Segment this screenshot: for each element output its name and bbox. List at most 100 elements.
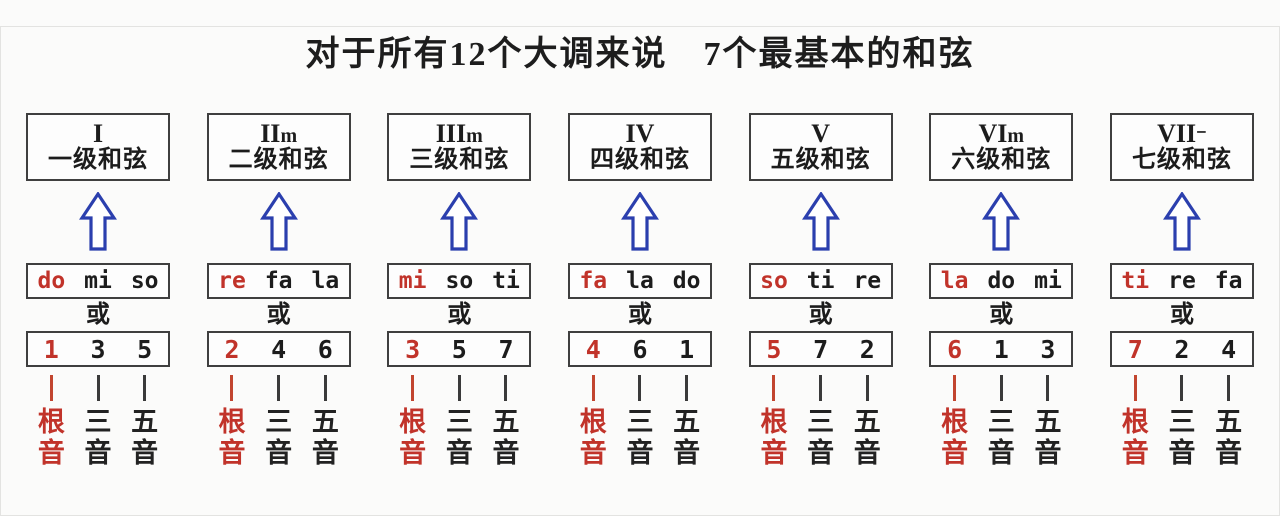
fifth-note-label: 五音 bbox=[1034, 407, 1062, 469]
chord-name: 三级和弦 bbox=[409, 146, 510, 173]
root-note-label: 根音 bbox=[941, 407, 969, 469]
label-cell: 三音 bbox=[797, 407, 844, 469]
fifth-note-label: 五音 bbox=[492, 407, 520, 469]
chord-roman-numeral: I bbox=[93, 119, 103, 147]
note-role-labels: 根音 三音 五音 bbox=[209, 407, 349, 469]
degree-root: 5 bbox=[766, 334, 782, 364]
label-cell: 根音 bbox=[389, 407, 436, 469]
label-cell: 三音 bbox=[255, 407, 302, 469]
diagram-title: 对于所有12个大调来说 7个最基本的和弦 bbox=[305, 36, 975, 73]
tick-cell bbox=[844, 375, 891, 401]
chord-column: VII⁻ 七级和弦 ti re fa 或 7 2 4 根音 三音 五音 bbox=[1106, 113, 1258, 469]
or-label: 或 bbox=[266, 302, 291, 328]
third-note-label: 三音 bbox=[265, 407, 293, 469]
third-note-label: 三音 bbox=[1168, 407, 1196, 469]
label-cell: 根音 bbox=[751, 407, 798, 469]
label-cell: 三音 bbox=[617, 407, 664, 469]
degree-fifth: 7 bbox=[498, 334, 514, 364]
degree-third: 1 bbox=[993, 334, 1009, 364]
note-role-labels: 根音 三音 五音 bbox=[931, 407, 1071, 469]
chord-name: 五级和弦 bbox=[770, 146, 871, 173]
third-note-label: 三音 bbox=[807, 407, 835, 469]
up-arrow-icon bbox=[982, 181, 1021, 263]
label-cell: 五音 bbox=[1205, 407, 1252, 469]
third-note-label: 三音 bbox=[987, 407, 1015, 469]
degree-root: 1 bbox=[43, 334, 59, 364]
label-cell: 三音 bbox=[978, 407, 1025, 469]
fifth-tick-line bbox=[1046, 375, 1050, 401]
tick-cell bbox=[121, 375, 168, 401]
solfege-root: mi bbox=[398, 268, 427, 294]
label-cell: 根音 bbox=[28, 407, 75, 469]
root-note-label: 根音 bbox=[399, 407, 427, 469]
chord-name: 六级和弦 bbox=[951, 146, 1052, 173]
tick-cell bbox=[663, 375, 710, 401]
chord-column: V 五级和弦 so ti re 或 5 7 2 根音 三音 五音 bbox=[745, 113, 897, 469]
root-note-label: 根音 bbox=[1121, 407, 1149, 469]
solfege-fifth: fa bbox=[1214, 268, 1243, 294]
root-note-label: 根音 bbox=[218, 407, 246, 469]
chord-name: 七级和弦 bbox=[1131, 146, 1232, 173]
solfege-box: re fa la bbox=[206, 263, 351, 299]
numeral-suffix: ⁻ bbox=[1196, 124, 1207, 147]
solfege-box: mi so ti bbox=[387, 263, 532, 299]
tick-cell bbox=[1112, 375, 1159, 401]
tick-cell bbox=[570, 375, 617, 401]
chord-column: IIm 二级和弦 re fa la 或 2 4 6 根音 三音 五音 bbox=[203, 113, 355, 469]
note-role-labels: 根音 三音 五音 bbox=[1112, 407, 1252, 469]
solfege-root: ti bbox=[1121, 268, 1150, 294]
tick-cell bbox=[617, 375, 664, 401]
degree-fifth: 5 bbox=[137, 334, 153, 364]
fifth-tick-line bbox=[685, 375, 689, 401]
tick-cell bbox=[751, 375, 798, 401]
roman-numeral-text: IV bbox=[625, 118, 655, 148]
chord-degree-box: V 五级和弦 bbox=[748, 113, 893, 181]
chord-column: IIIm 三级和弦 mi so ti 或 3 5 7 根音 三音 五音 bbox=[383, 113, 535, 469]
fifth-tick-line bbox=[323, 375, 327, 401]
or-label: 或 bbox=[989, 302, 1014, 328]
roman-numeral-text: III bbox=[435, 118, 467, 148]
degree-root: 2 bbox=[224, 334, 240, 364]
tick-cell bbox=[302, 375, 349, 401]
solfege-third: ti bbox=[806, 268, 835, 294]
chord-name: 二级和弦 bbox=[228, 146, 329, 173]
degree-third: 7 bbox=[813, 334, 829, 364]
tick-lines bbox=[28, 375, 168, 401]
or-label: 或 bbox=[447, 302, 472, 328]
label-cell: 五音 bbox=[483, 407, 530, 469]
tick-cell bbox=[436, 375, 483, 401]
fifth-note-label: 五音 bbox=[1215, 407, 1243, 469]
degree-number-box: 4 6 1 bbox=[567, 331, 712, 367]
solfege-fifth: mi bbox=[1034, 268, 1062, 294]
solfege-box: fa la do bbox=[567, 263, 712, 299]
root-tick-line bbox=[411, 375, 415, 401]
tick-cell bbox=[75, 375, 122, 401]
label-cell: 三音 bbox=[436, 407, 483, 469]
chord-roman-numeral: V bbox=[811, 119, 830, 147]
tick-cell bbox=[1025, 375, 1072, 401]
root-tick-line bbox=[49, 375, 53, 401]
solfege-third: la bbox=[626, 268, 654, 294]
chord-roman-numeral: IIm bbox=[260, 119, 297, 147]
tick-cell bbox=[483, 375, 530, 401]
roman-numeral-text: VI bbox=[978, 118, 1008, 148]
fifth-tick-line bbox=[865, 375, 869, 401]
solfege-third: do bbox=[987, 268, 1016, 294]
tick-cell bbox=[389, 375, 436, 401]
tick-lines bbox=[389, 375, 529, 401]
degree-root: 3 bbox=[405, 334, 421, 364]
solfege-fifth: re bbox=[853, 268, 882, 294]
tick-cell bbox=[1205, 375, 1252, 401]
note-role-labels: 根音 三音 五音 bbox=[389, 407, 529, 469]
tick-cell bbox=[1159, 375, 1206, 401]
label-cell: 根音 bbox=[931, 407, 978, 469]
label-cell: 五音 bbox=[302, 407, 349, 469]
up-arrow-icon bbox=[620, 181, 659, 263]
root-note-label: 根音 bbox=[579, 407, 607, 469]
tick-cell bbox=[28, 375, 75, 401]
fifth-tick-line bbox=[143, 375, 147, 401]
up-arrow-icon bbox=[801, 181, 840, 263]
solfege-third: mi bbox=[84, 268, 112, 294]
label-cell: 五音 bbox=[663, 407, 710, 469]
third-tick-line bbox=[999, 375, 1003, 401]
